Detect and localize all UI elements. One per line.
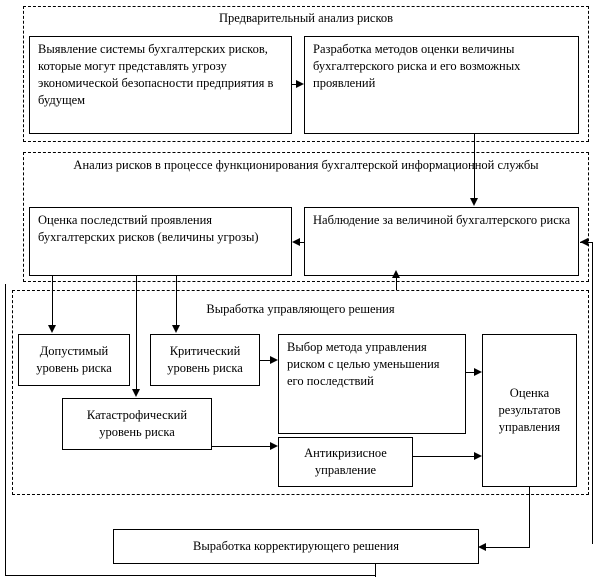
group-decision-making-title: Выработка управляющего решения [206,302,395,316]
connector-corrective-feedback-h [5,575,376,576]
connector-catastrophic-to-anticrisis [212,446,272,447]
connector-left-rail [5,284,6,355]
connector-feedback-right-to-observation [580,242,593,243]
arrowhead-observation-to-assess [292,238,300,246]
box-results-assessment: Оценка результатов управления [482,334,577,487]
connector-anticrisis-to-results [413,456,477,457]
arrowhead-upward-to-observation [392,270,400,278]
box-method-choice: Выбор метода управления риском с целью у… [278,334,466,434]
arrowhead-develop-to-observation [470,198,478,206]
arrowhead-assess-to-critical [172,325,180,333]
connector-method-to-results [466,372,477,373]
box-assess-consequences: Оценка последствий проявления бухгалтерс… [29,207,292,276]
arrowhead-identify-to-develop [296,80,304,88]
group-preliminary-analysis-title: Предварительный анализ рисков [218,11,394,25]
group-process-analysis-title: Анализ рисков в процессе функционировани… [73,158,539,172]
connector-assess-to-catastrophic [136,276,137,389]
connector-feedback-right-rail [592,242,593,544]
group-preliminary-analysis [23,6,589,142]
box-catastrophic-level: Катастрофический уровень риска [62,398,212,450]
connector-results-to-corrective-v [529,487,530,547]
connector-corrective-feedback-left-v [5,355,6,576]
arrowhead-results-to-corrective [478,543,486,551]
connector-upward-to-observation [396,276,397,290]
connector-corrective-feedback-v [375,564,376,577]
box-corrective-decision: Выработка корректирующего решения [113,529,479,564]
arrowhead-anticrisis-to-results [474,452,482,460]
box-anticrisis: Антикризисное управление [278,437,413,487]
arrowhead-assess-to-catastrophic [132,389,140,397]
connector-develop-to-observation [474,134,475,200]
box-observation: Наблюдение за величиной бухгалтерского р… [304,207,579,276]
arrowhead-assess-to-acceptable [48,325,56,333]
connector-results-to-corrective-h [486,547,530,548]
group-decision-making [12,290,589,495]
box-develop-methods: Разработка методов оценки величины бухга… [304,36,579,134]
arrowhead-method-to-results [474,368,482,376]
connector-observation-to-assess [297,242,305,243]
box-identify-system: Выявление системы бухгалтерских рисков, … [29,36,292,134]
box-critical-level: Критический уровень риска [150,334,260,386]
connector-critical-to-method [260,360,272,361]
box-acceptable-level: Допустимый уровень риска [18,334,130,386]
connector-assess-to-critical [176,276,177,326]
connector-assess-to-acceptable [52,276,53,326]
arrowhead-catastrophic-to-anticrisis [270,442,278,450]
arrowhead-critical-to-method [270,356,278,364]
connector-identify-to-develop [292,84,297,85]
group-process-analysis [23,152,589,282]
